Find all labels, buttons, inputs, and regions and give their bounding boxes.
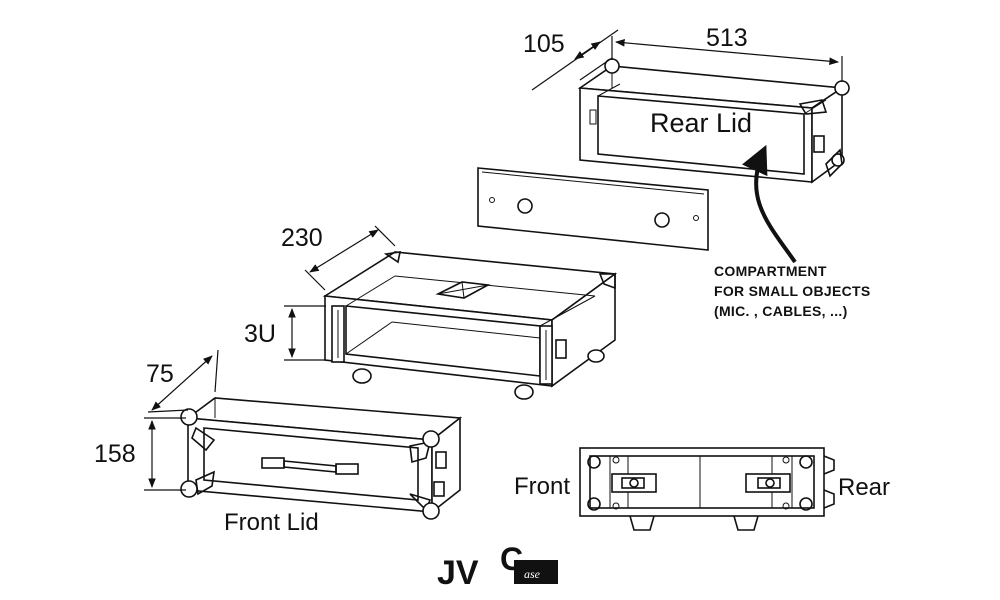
front-lid-label: Front Lid [224,509,319,536]
front-panel [477,167,709,251]
front-lid: Front Lid [180,397,463,536]
corner-ball-icon [180,408,198,426]
dim-body-depth: 230 [281,224,396,291]
dim-body-depth-value: 230 [281,224,323,252]
logo-jv: JV [437,554,479,592]
foot-icon [514,384,534,400]
dim-front-depth: 75 [146,349,219,413]
latch-icon [433,481,445,497]
corner-ball-icon [422,430,440,448]
corner-ball-icon [180,480,198,498]
handle-end [335,463,359,475]
dim-height-units-value: 3U [244,320,276,348]
jvcase-logo: JV C ase [437,541,558,592]
lid-handle-icon [283,460,337,473]
note-line-3: (MIC. , CABLES, ...) [714,303,848,319]
foot-icon [352,368,372,384]
dim-front-height: 158 [94,417,186,491]
dim-front-depth-value: 75 [146,360,174,388]
top-view-plan: Front Rear [514,447,890,531]
handle-end [261,457,285,469]
compartment-pointer-arrow [741,144,797,264]
front-label: Front [514,473,570,500]
corner-ball-icon [834,80,850,96]
compartment-note: COMPARTMENT FOR SMALL OBJECTS (MIC. , CA… [714,263,871,319]
dim-width: 513 [611,24,843,82]
panel-hole-icon [654,212,670,228]
note-line-1: COMPARTMENT [714,263,827,279]
rear-lid: Rear Lid [577,58,850,184]
latch-icon [813,135,825,153]
note-line-2: FOR SMALL OBJECTS [714,283,871,299]
logo-big-c: C [500,541,523,577]
dim-width-value: 513 [706,24,748,52]
dim-rear-depth: 105 [523,29,619,91]
corner-ball-icon [422,502,440,520]
rear-label: Rear [838,474,890,501]
dim-height-units: 3U [244,305,326,361]
foot-icon [587,349,605,363]
latch-icon [555,339,567,359]
rear-lid-label: Rear Lid [650,108,752,138]
dim-rear-depth-value: 105 [523,30,565,58]
panel-hole-icon [517,198,533,214]
dim-front-height-value: 158 [94,440,136,468]
logo-small-text: ase [524,567,541,581]
rack-body [322,251,618,400]
latch-icon [435,451,447,469]
